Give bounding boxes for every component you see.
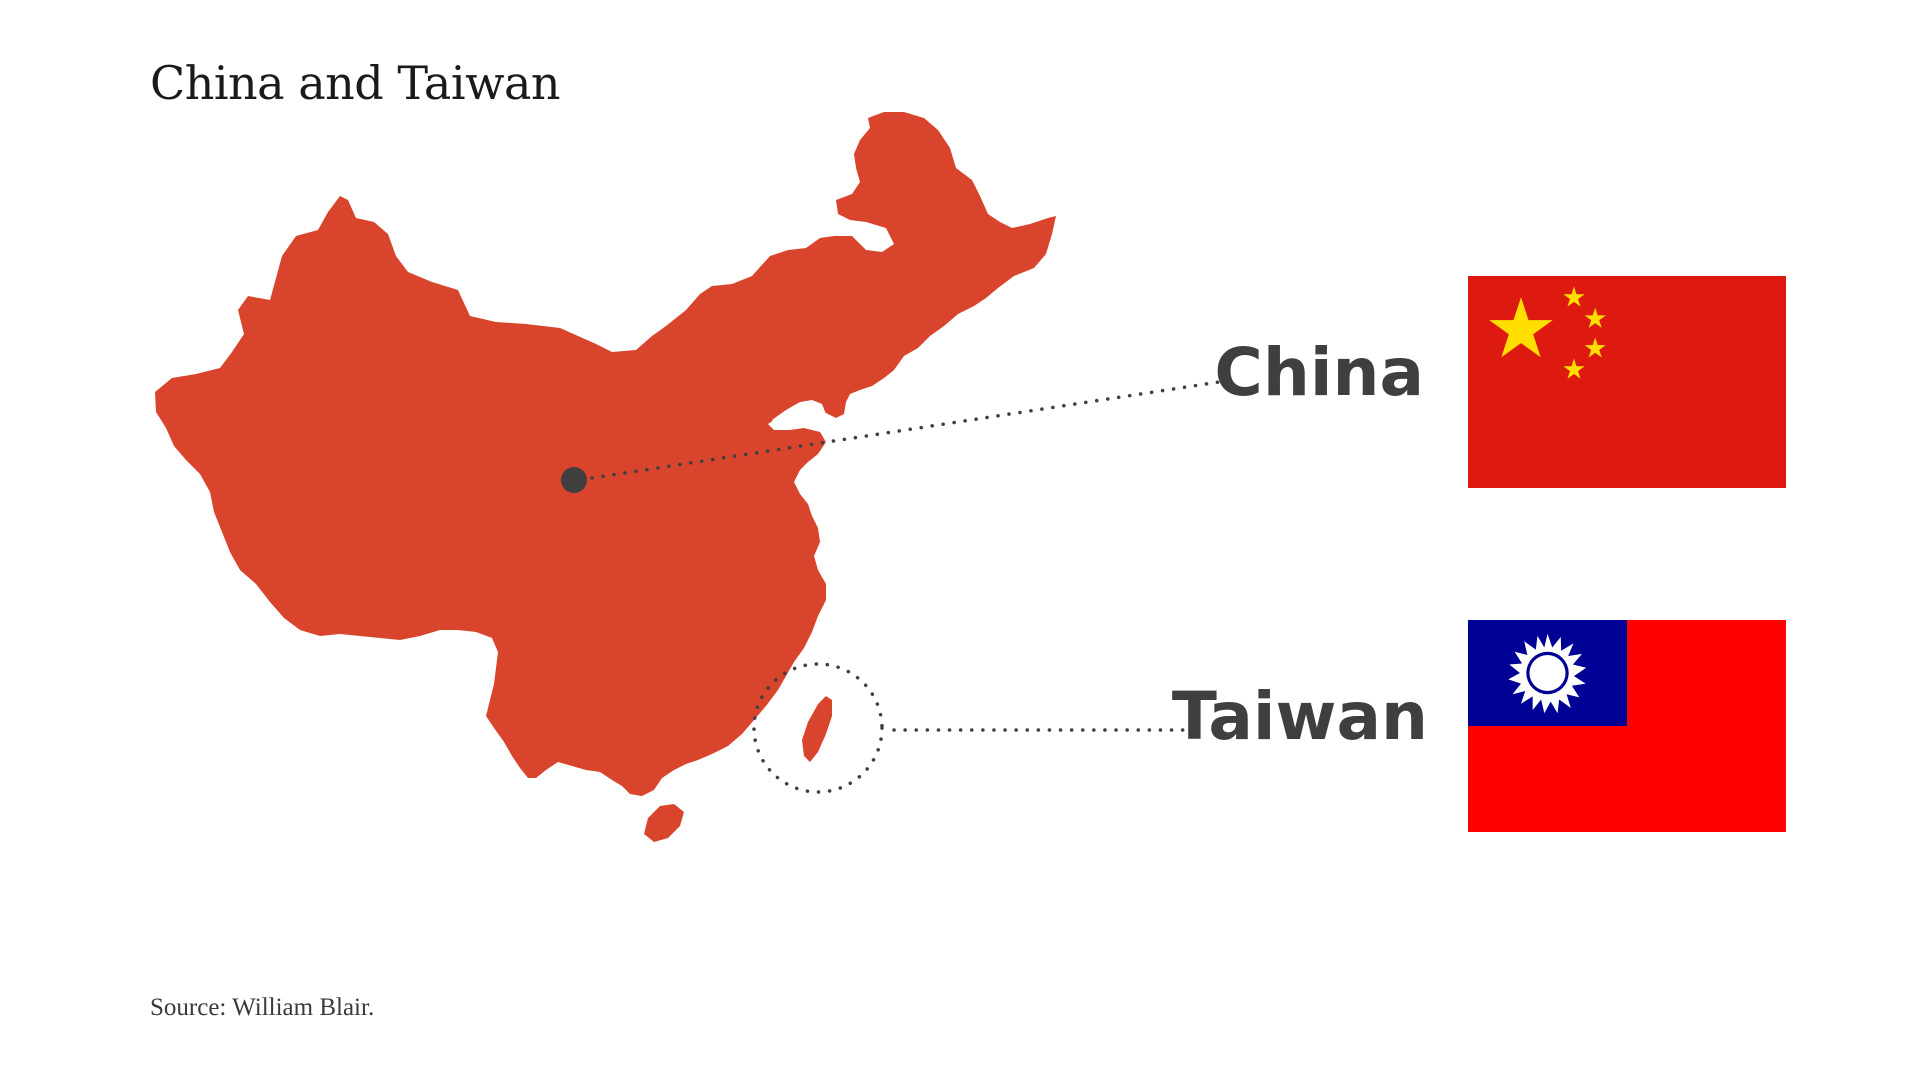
china-flag-big-star (1489, 297, 1553, 358)
taiwan-label: Taiwan (1171, 678, 1428, 755)
bohai-bay (772, 400, 826, 426)
taiwan-flag-sun (1508, 633, 1587, 714)
china-marker-dot (561, 467, 587, 493)
china-flag-small-star-1 (1563, 286, 1585, 307)
china-flag-icon (1468, 276, 1786, 488)
china-flag-small-star-2 (1584, 307, 1606, 328)
taiwan-highlight-circle (752, 662, 884, 794)
taiwan-region (802, 696, 832, 762)
source-note: Source: William Blair. (150, 994, 375, 1021)
china-flag-small-star-3 (1584, 337, 1606, 358)
china-label: China (1214, 334, 1424, 411)
china-region (155, 112, 1056, 796)
china-flag-small-star-4 (1563, 358, 1585, 379)
page-title: China and Taiwan (150, 56, 561, 110)
hainan-region (644, 804, 684, 842)
taiwan-flag-icon (1468, 620, 1786, 832)
china-leader-line (590, 378, 1234, 480)
